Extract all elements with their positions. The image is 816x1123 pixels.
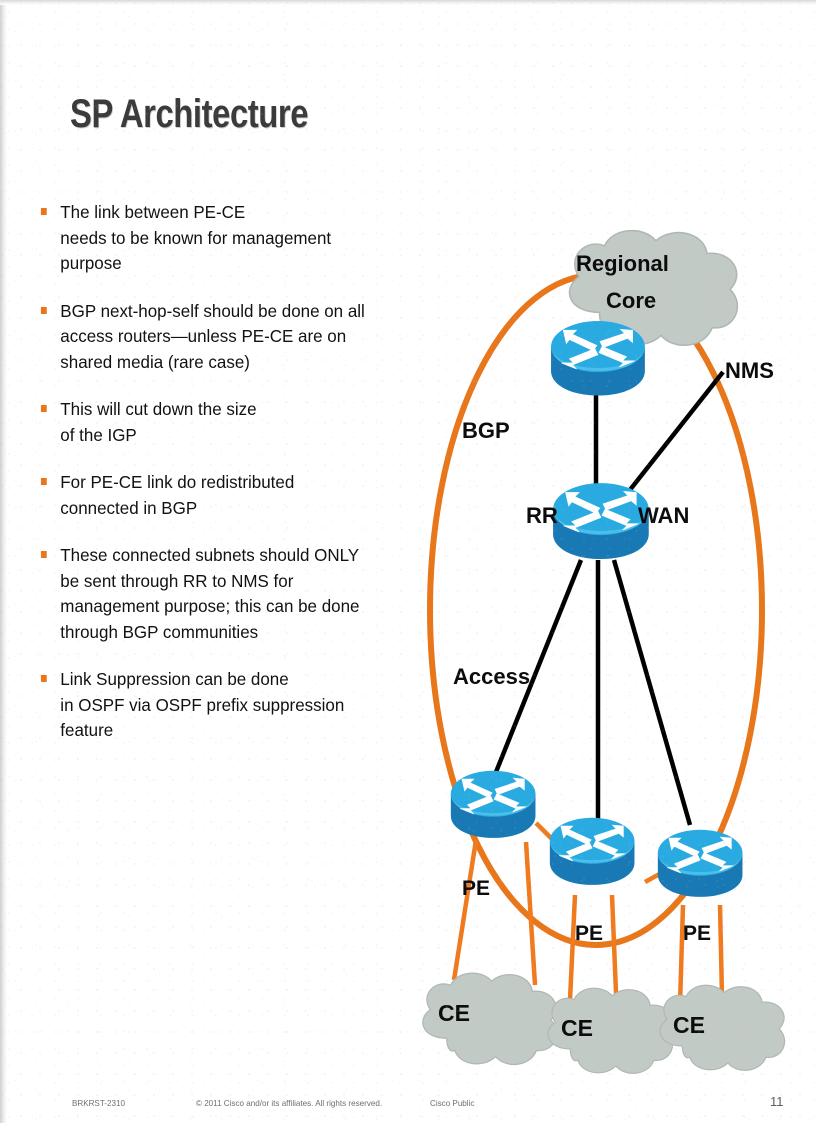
bullet-marker-icon [40,551,47,558]
cloud-label-regional-core-line2: Core [606,288,657,313]
footer-session-code: BRKRST-2310 [72,1098,125,1108]
link-pe-middle-to-ce-middle-a [567,894,578,1001]
bullet-marker-icon [40,306,47,314]
bullet-marker-icon [40,405,47,412]
router-pe-right [657,829,743,898]
list-item: Link Suppression can be done in OSPF via… [38,667,416,744]
link-rr-to-pe-left [491,559,584,778]
link-rr-to-nms [616,370,725,507]
router-label-rr: RR [526,503,558,528]
footer-copyright: © 2011 Cisco and/or its affiliates. All … [196,1098,383,1108]
page-edge-shadow-left [0,0,7,1123]
bullet-marker-icon [40,675,47,682]
list-item: BGP next-hop-self should be done on all … [38,299,416,376]
link-pe-right-to-ce-right-b [717,904,725,998]
router-rr [552,482,650,560]
bullet-text: BGP next-hop-self should be done on all … [60,300,365,372]
router-pe-middle [549,817,635,886]
bullet-text: This will cut down the size of the IGP [60,399,257,445]
bullet-text: Link Suppression can be done in OSPF via… [60,669,345,740]
link-pe-left-to-ce-left-b [523,841,538,986]
bullet-list: The link between PE-CE needs to be known… [38,200,428,766]
footer-classification: Cisco Public [430,1098,475,1108]
list-item: This will cut down the size of the IGP [38,397,416,448]
bullet-marker-icon [40,208,47,215]
router-label-pe-right: PE [683,922,712,945]
page-edge-shadow-top [0,0,816,5]
label-wan: WAN [638,503,690,528]
label-nms: NMS [725,358,774,383]
cloud-label-ce-right: CE [673,1012,705,1038]
label-access: Access [453,664,531,689]
list-item: For PE-CE link do redistributed connecte… [38,470,416,521]
page-title: SP Architecture [70,92,309,136]
bullet-text: For PE-CE link do redistributed connecte… [60,472,295,518]
router-label-pe-left: PE [462,877,491,900]
bullet-text: These connected subnets should ONLY be s… [60,545,360,642]
page-number: 11 [770,1094,784,1109]
link-pe-middle-to-ce-middle-b [609,894,619,994]
cloud-label-ce-left: CE [438,1000,470,1026]
router-pe-left [450,770,536,839]
bullet-marker-icon [40,478,47,485]
list-item: The link between PE-CE needs to be known… [38,200,416,277]
link-pe-right-to-ce-right-a [677,904,686,1006]
network-topology-diagram: Regional Core NMS BGP RR WAN Access PE P… [418,215,808,1080]
link-rr-to-pe-right [611,559,693,826]
router-core [550,320,646,396]
slide-footer: BRKRST-2310 © 2011 Cisco and/or its affi… [0,1088,816,1118]
cloud-label-regional-core-line1: Regional [576,251,669,276]
label-bgp: BGP [462,418,510,443]
link-pe-left-to-ce-left-a [451,839,479,981]
bullet-text: The link between PE-CE needs to be known… [60,202,332,273]
cloud-label-ce-middle: CE [561,1015,593,1041]
router-label-pe-middle: PE [575,922,604,945]
list-item: These connected subnets should ONLY be s… [38,543,416,645]
